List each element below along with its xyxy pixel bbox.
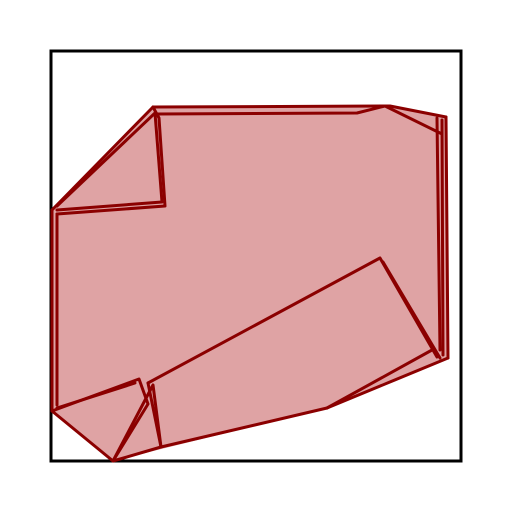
top-left-flap-inner xyxy=(55,111,164,212)
right-edge-inner-2 xyxy=(435,116,442,352)
bottom-left-flap-inner xyxy=(55,381,137,410)
top-left-flap-outer xyxy=(50,105,167,216)
right-edge-inner xyxy=(440,118,445,357)
fold-band-upper-inner xyxy=(381,260,442,360)
bottom-left-crease xyxy=(111,383,163,463)
top-edge-outer xyxy=(151,104,448,119)
fold-band-upper xyxy=(146,256,439,385)
fold-band-lower-inner xyxy=(325,348,434,410)
shape-fill xyxy=(52,106,448,461)
fold-edges xyxy=(50,104,450,463)
top-edge-inner xyxy=(155,104,444,136)
right-edge-outer xyxy=(444,115,450,360)
